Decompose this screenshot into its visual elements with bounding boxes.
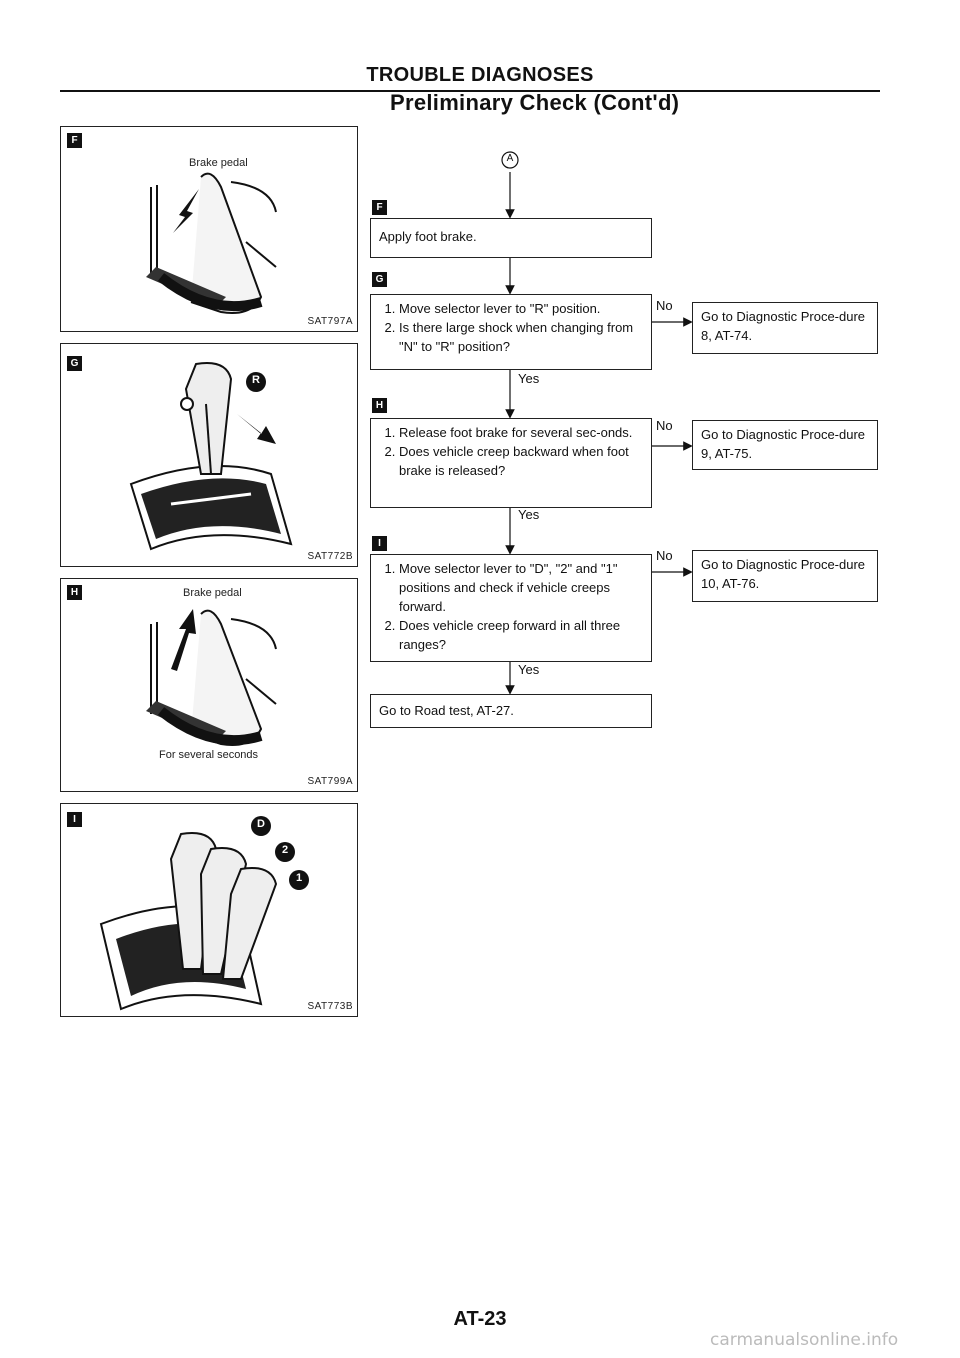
- panel-tag-i: I: [67, 812, 82, 827]
- step-line: Is there large shock when changing from …: [399, 318, 643, 356]
- step-apply-brake: Apply foot brake.: [370, 218, 652, 258]
- step-line: Move selector lever to "R" position.: [399, 299, 643, 318]
- step-line: Does vehicle creep backward when foot br…: [399, 442, 643, 480]
- step-tag-i: I: [372, 536, 387, 551]
- no-label: No: [656, 548, 673, 563]
- panel-tag-h: H: [67, 585, 82, 600]
- yes-label: Yes: [518, 507, 540, 522]
- outcome-road-test: Go to Road test, AT-27.: [370, 694, 652, 728]
- illustration-panel-f: F Brake pedal SAT797A: [60, 126, 358, 332]
- yes-label: Yes: [518, 662, 540, 677]
- range-marker-1: 1: [295, 872, 303, 884]
- step-shift-to-r: Move selector lever to "R" position. Is …: [370, 294, 652, 370]
- no-label: No: [656, 298, 673, 313]
- step-line: Move selector lever to "D", "2" and "1" …: [399, 559, 643, 616]
- panel-tag-g: G: [67, 356, 82, 371]
- brake-pedal-release-icon: [146, 609, 277, 746]
- panel-caption: Brake pedal: [183, 587, 242, 599]
- range-marker-d: D: [257, 818, 265, 830]
- step-tag-f: F: [372, 200, 387, 215]
- illustration-panel-i: I D 2 1 SAT773B: [60, 803, 358, 1017]
- step-check-creep: Move selector lever to "D", "2" and "1" …: [370, 554, 652, 662]
- yes-label: Yes: [518, 371, 540, 386]
- range-marker-2: 2: [281, 844, 289, 856]
- panel-tag-f: F: [67, 133, 82, 148]
- page-title: TROUBLE DIAGNOSES: [366, 64, 594, 86]
- panel-caption: Brake pedal: [189, 157, 248, 169]
- step-line: Does vehicle creep forward in all three …: [399, 616, 643, 654]
- brake-pedal-icon: [146, 172, 277, 314]
- selector-lever-ranges-icon: [99, 816, 309, 1011]
- step-line: Release foot brake for several sec-onds.: [399, 423, 643, 442]
- step-tag-g: G: [372, 272, 387, 287]
- page-subtitle: Preliminary Check (Cont'd): [390, 90, 680, 115]
- figure-code: SAT799A: [307, 776, 353, 787]
- figure-code: SAT797A: [307, 316, 353, 327]
- range-marker-r: R: [252, 374, 260, 386]
- figure-code: SAT773B: [307, 1001, 353, 1012]
- selector-lever-icon: [129, 362, 293, 551]
- no-label: No: [656, 418, 673, 433]
- connector-a: A: [506, 153, 514, 164]
- illustration-panel-h: H Brake pedal For several seconds SAT799…: [60, 578, 358, 792]
- page-number: AT-23: [453, 1308, 507, 1330]
- header-rule: [60, 90, 880, 92]
- outcome-procedure-8: Go to Diagnostic Proce-dure 8, AT-74.: [692, 302, 878, 354]
- watermark: carmanualsonline.info: [710, 1330, 899, 1350]
- panel-caption-secondary: For several seconds: [159, 749, 259, 761]
- step-text: Apply foot brake.: [379, 229, 477, 244]
- step-release-brake: Release foot brake for several sec-onds.…: [370, 418, 652, 508]
- figure-code: SAT772B: [307, 551, 353, 562]
- outcome-procedure-9: Go to Diagnostic Proce-dure 9, AT-75.: [692, 420, 878, 470]
- illustration-panel-g: G R SAT772B: [60, 343, 358, 567]
- step-tag-h: H: [372, 398, 387, 413]
- outcome-procedure-10: Go to Diagnostic Proce-dure 10, AT-76.: [692, 550, 878, 602]
